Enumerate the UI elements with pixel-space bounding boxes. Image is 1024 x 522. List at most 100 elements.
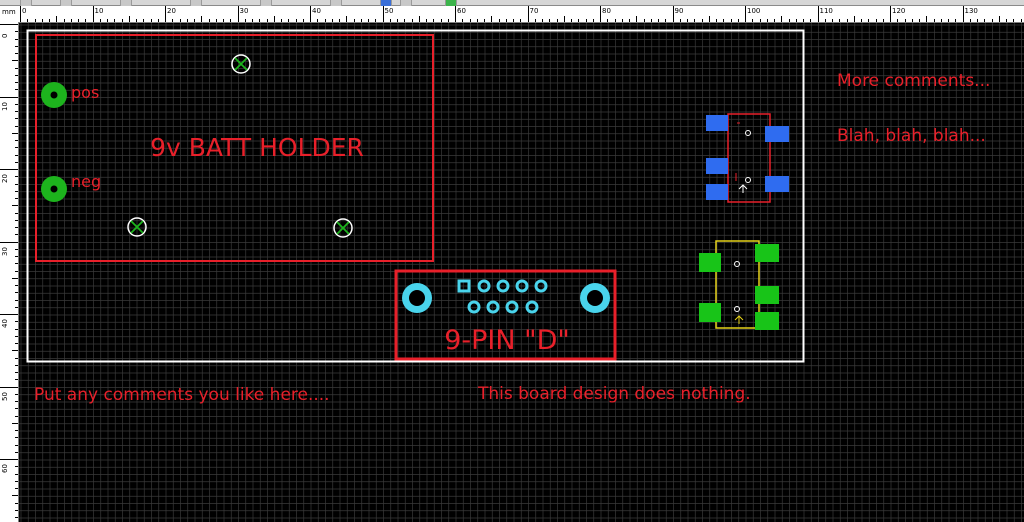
ruler-tick <box>919 19 920 22</box>
batt-holder-outline[interactable] <box>35 34 434 262</box>
ruler-label: 30 <box>1 246 9 256</box>
ruler-label: 50 <box>384 7 394 15</box>
ruler-tick <box>15 321 18 323</box>
pos-pad[interactable] <box>41 82 67 108</box>
ruler-tick <box>484 19 485 22</box>
ruler-tick <box>882 19 884 22</box>
mounting-hole-1[interactable] <box>231 54 251 74</box>
ruler-label: 20 <box>1 174 9 183</box>
pos-label: pos <box>71 83 99 102</box>
ruler-tick <box>940 19 942 22</box>
ruler-label: 60 <box>1 464 9 473</box>
smd-component-blue[interactable] <box>706 113 789 203</box>
smd-component-green[interactable] <box>699 240 779 330</box>
ruler-tick <box>955 19 957 22</box>
ruler-tick <box>12 350 18 352</box>
ruler-tick <box>15 437 18 439</box>
db9-pin[interactable] <box>467 300 481 314</box>
silk-mark <box>735 122 740 181</box>
ruler-tick <box>99 19 101 22</box>
ruler-tick <box>498 19 500 22</box>
db9-pin[interactable] <box>457 279 471 293</box>
db9-mount-right[interactable] <box>580 283 610 313</box>
db9-pin[interactable] <box>534 279 548 293</box>
x-circle-icon <box>231 54 251 74</box>
ruler-tick <box>810 19 812 22</box>
ruler-tick <box>911 19 913 22</box>
ruler-label: 40 <box>312 7 321 15</box>
ruler-tick <box>114 19 116 22</box>
ruler-tick <box>15 67 18 69</box>
ruler-tick <box>136 19 137 22</box>
ruler-tick <box>186 19 188 22</box>
pcb-canvas[interactable]: 9v BATT HOLDER pos <box>19 23 1024 522</box>
ruler-tick <box>172 19 174 22</box>
ruler-tick <box>730 19 732 22</box>
ruler-tick <box>63 19 65 22</box>
ruler-tick <box>259 19 261 22</box>
ruler-tick <box>890 6 891 22</box>
ruler-tick <box>447 19 449 22</box>
arrow-up-icon <box>734 315 744 324</box>
db9-pin[interactable] <box>477 279 491 293</box>
ruler-tick <box>15 45 18 47</box>
ruler-label: 90 <box>674 7 684 15</box>
ruler-tick <box>310 6 311 22</box>
ruler-tick <box>585 19 587 22</box>
ruler-tick <box>571 19 572 22</box>
mounting-hole-2[interactable] <box>127 217 147 237</box>
smd-pad <box>699 253 721 272</box>
ruler-label: 100 <box>747 7 761 15</box>
db9-pin[interactable] <box>486 300 500 314</box>
ruler-tick <box>15 219 18 221</box>
ruler-tick <box>752 19 754 22</box>
ruler-tick <box>150 19 152 22</box>
comment-bottom-left: Put any comments you like here.... <box>34 385 330 405</box>
db9-pin[interactable] <box>505 300 519 314</box>
ruler-tick <box>15 140 18 141</box>
ruler-tick <box>12 422 18 424</box>
ruler-tick <box>650 19 652 22</box>
db9-pin[interactable] <box>525 300 539 314</box>
ruler-tick <box>208 19 210 22</box>
ruler-tick <box>331 19 333 22</box>
ruler-tick <box>223 19 224 22</box>
board-outline[interactable] <box>26 29 805 363</box>
db9-connector-outline[interactable] <box>394 269 617 361</box>
smd-pad <box>706 115 728 131</box>
ruler-tick <box>904 19 906 22</box>
ruler-tick <box>49 19 50 22</box>
ruler-tick <box>0 314 18 315</box>
ruler-tick <box>360 19 362 22</box>
mounting-hole-3[interactable] <box>333 218 353 238</box>
ruler-tick <box>795 19 797 22</box>
db9-pin[interactable] <box>496 279 510 293</box>
ruler-tick <box>0 96 18 98</box>
ruler-tick <box>723 19 725 22</box>
ruler-tick <box>15 38 18 40</box>
ruler-tick <box>15 292 18 294</box>
ruler-tick <box>15 74 18 76</box>
ruler-label: 40 <box>1 319 9 328</box>
ruler-tick <box>27 19 29 22</box>
ruler-tick <box>15 89 18 91</box>
ruler-tick <box>15 408 18 410</box>
ruler-tick <box>0 24 18 25</box>
via <box>734 306 740 312</box>
ruler-tick <box>15 154 18 156</box>
ruler-tick <box>15 82 18 83</box>
ruler-tick <box>15 473 18 475</box>
db9-mount-left[interactable] <box>402 283 432 313</box>
db9-pin[interactable] <box>515 279 529 293</box>
ruler-tick <box>679 19 681 22</box>
neg-pad[interactable] <box>41 176 67 202</box>
component-outline <box>727 113 771 203</box>
ruler-tick <box>15 198 18 199</box>
ruler-tick <box>12 132 18 134</box>
ruler-label: 120 <box>892 7 906 15</box>
neg-label: neg <box>71 172 101 191</box>
ruler-tick <box>614 19 616 22</box>
ruler-tick <box>0 169 18 170</box>
